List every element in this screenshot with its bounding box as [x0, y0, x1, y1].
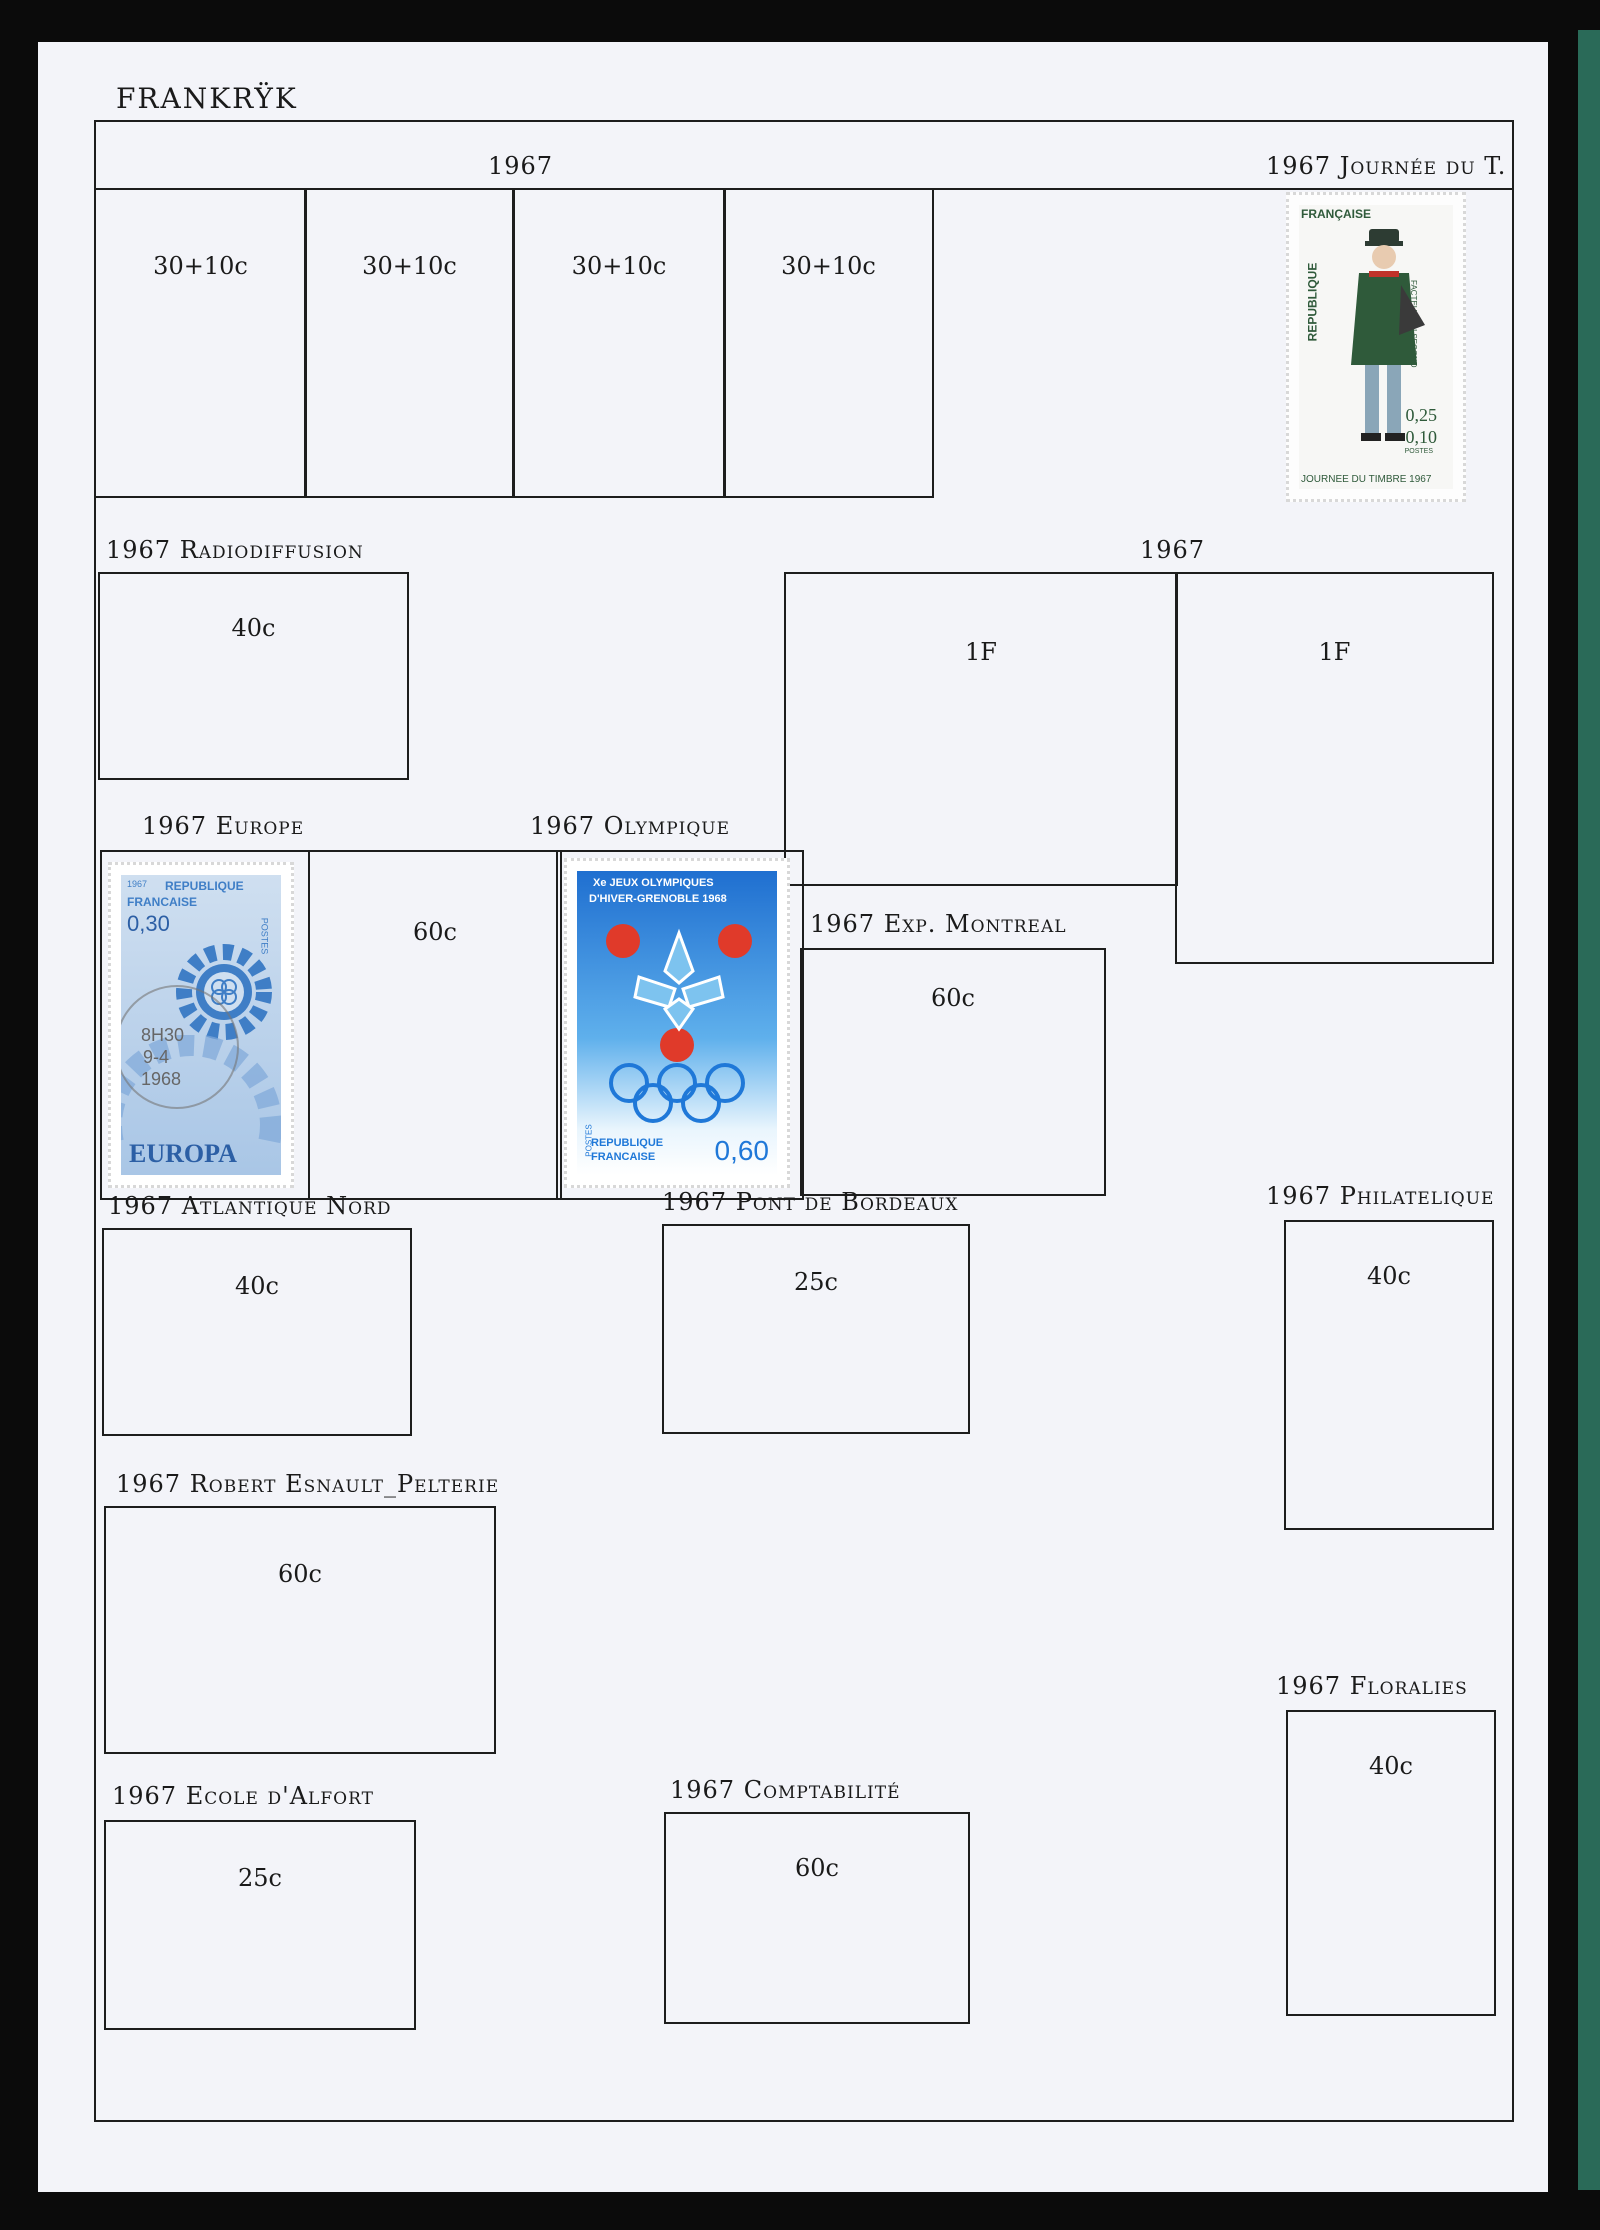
postmark-line-3: 1968	[141, 1069, 182, 1089]
journee-republic: REPUBLIQUE	[1305, 262, 1320, 342]
stamp-value: 25c	[238, 1864, 282, 1892]
stamp-space-row1-2: 30+10c	[304, 188, 515, 498]
radio-label: 1967 Radiodiffusion	[106, 536, 364, 564]
stamp-value: 30+10c	[571, 252, 667, 280]
journee-value-1: 0,25	[1405, 405, 1438, 425]
esnault-label: 1967 Robert Esnault_Pelterie	[116, 1470, 500, 1498]
postmark	[121, 985, 239, 1109]
snowflake-rings-icon	[606, 924, 752, 1123]
stamp-value: 40c	[1369, 1752, 1413, 1780]
stamp-space-1f-right: 1F	[1175, 572, 1494, 964]
journee-stamp: FRANÇAISE REPUBLIQUE FACTEUR DU SECOND E…	[1286, 192, 1466, 502]
album-edge	[1578, 30, 1600, 2190]
journee-country: FRANÇAISE	[1301, 207, 1372, 221]
floralies-label: 1967 Floralies	[1276, 1672, 1468, 1700]
row1-year-label: 1967	[488, 152, 554, 180]
stamp-value: 1F	[965, 638, 997, 666]
stamp-space-bordeaux: 25c	[662, 1224, 970, 1434]
journee-postes: POSTES	[1404, 448, 1433, 455]
europa-republic: REPUBLIQUE	[165, 879, 244, 893]
stamp-value: 30+10c	[781, 252, 876, 280]
olympique-label: 1967 Olympique	[530, 812, 731, 840]
europa-stamp: 1967 REPUBLIQUE FRANCAISE 0,30 POSTES 8H…	[108, 862, 294, 1188]
atlantique-label: 1967 Atlantique Nord	[108, 1192, 392, 1220]
stamp-space-montreal: 60c	[800, 948, 1106, 1196]
stamp-space-philatelique: 40c	[1284, 1220, 1494, 1530]
journee-caption: JOURNEE DU TIMBRE 1967	[1301, 474, 1432, 485]
olympique-value: 0,60	[714, 1135, 770, 1166]
stamp-space-alfort: 25c	[104, 1820, 416, 2030]
stamp-value: 40c	[235, 1272, 279, 1300]
stamp-space-comptabilite: 60c	[664, 1812, 970, 2024]
album-page: FRANKRŸK 1967 30+10c 30+10c 30+10c 30+10…	[38, 42, 1548, 2192]
stamp-space-row1-4: 30+10c	[723, 188, 934, 498]
europa-name: EUROPA	[129, 1139, 237, 1168]
stamp-space-row1-3: 30+10c	[512, 188, 726, 498]
stamp-value: 30+10c	[153, 252, 248, 280]
europa-value: 0,30	[127, 911, 170, 936]
postmark-line-2: 9-4	[143, 1047, 170, 1067]
europe-divider	[308, 850, 310, 1200]
olympique-frame	[556, 850, 804, 1200]
comptabilite-label: 1967 Comptabilité	[670, 1776, 901, 1804]
stamp-space-1f-left: 1F	[784, 572, 1178, 886]
stamp-space-esnault: 60c	[104, 1506, 496, 1754]
journee-value-2: 0,10	[1405, 427, 1438, 447]
europe-frame	[100, 850, 562, 1200]
stamp-space-floralies: 40c	[1286, 1710, 1496, 2016]
postman-figure-icon	[1351, 229, 1425, 441]
olympique-line2: D'HIVER-GRENOBLE 1968	[589, 893, 727, 905]
olympique-country: FRANCAISE	[591, 1151, 656, 1163]
stamp-value: 30+10c	[362, 252, 457, 280]
stamp-value: 60c	[795, 1854, 839, 1882]
stamp-space-atlantique: 40c	[102, 1228, 412, 1436]
pair1f-label: 1967	[1140, 536, 1206, 564]
olympique-stamp-design: Xe JEUX OLYMPIQUES D'HIVER-GRENOBLE 1968	[577, 871, 777, 1175]
europe-empty-value: 60c	[413, 918, 457, 946]
europe-label: 1967 Europe	[142, 812, 305, 840]
olympique-stamp: Xe JEUX OLYMPIQUES D'HIVER-GRENOBLE 1968	[564, 858, 790, 1188]
stamp-space-row1-1: 30+10c	[94, 188, 307, 498]
alfort-label: 1967 Ecole d'Alfort	[112, 1782, 374, 1810]
europa-country: FRANCAISE	[127, 895, 198, 909]
stamp-value: 1F	[1318, 638, 1351, 666]
postmark-line-1: 8H30	[141, 1025, 185, 1045]
bordeaux-label: 1967 Pont de Bordeaux	[662, 1188, 959, 1216]
page-title: FRANKRŸK	[116, 82, 298, 115]
page-frame	[94, 120, 1514, 2122]
olympique-republic: REPUBLIQUE	[591, 1137, 664, 1149]
stamp-value: 60c	[278, 1560, 322, 1588]
stamp-value: 40c	[1367, 1262, 1411, 1290]
stamp-value: 40c	[231, 614, 276, 642]
stamp-space-radio: 40c	[98, 572, 409, 780]
stamp-value: 60c	[931, 984, 975, 1012]
philatelique-label: 1967 Philatelique	[1266, 1182, 1495, 1210]
stamp-value: 25c	[794, 1268, 838, 1296]
europa-year: 1967	[127, 879, 148, 889]
montreal-label: 1967 Exp. Montreal	[810, 910, 1067, 938]
journee-label: 1967 Journée du T.	[1266, 152, 1507, 180]
journee-stamp-design: FRANÇAISE REPUBLIQUE FACTEUR DU SECOND E…	[1299, 205, 1453, 489]
europa-stamp-design: 1967 REPUBLIQUE FRANCAISE 0,30 POSTES 8H…	[121, 875, 281, 1175]
olympique-line1: Xe JEUX OLYMPIQUES	[593, 877, 714, 889]
